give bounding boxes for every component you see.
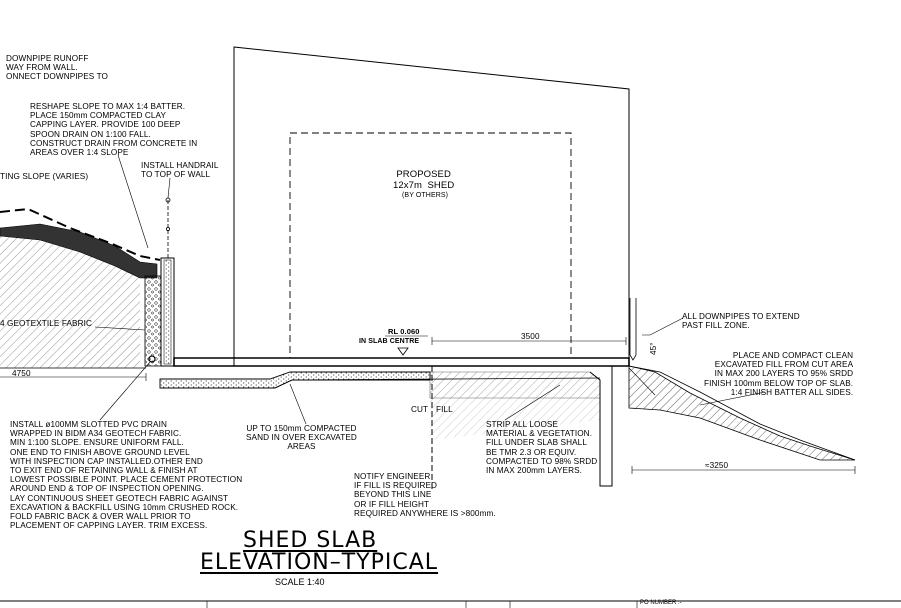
shed-outline	[233, 46, 630, 359]
leader-geotextile	[94, 326, 146, 331]
drawing-title: SHED SLAB	[243, 528, 378, 553]
rl-label: RL 0.060	[388, 327, 420, 336]
shed-slab	[173, 357, 630, 367]
natural-ground-hatch-right	[430, 398, 600, 440]
note-drain: INSTALL ø100MM SLOTTED PVC DRAIN WRAPPED…	[10, 420, 243, 531]
note-reshape-slope: RESHAPE SLOPE TO MAX 1:4 BATTER. PLACE 1…	[30, 102, 198, 158]
note-sand: UP TO 150mm COMPACTED SAND IN OVER EXCAV…	[246, 424, 357, 452]
leader-place-compact	[699, 391, 766, 406]
cut-label: CUT	[411, 405, 429, 414]
leader-sand	[289, 383, 307, 425]
angle-label: 45°	[649, 342, 658, 355]
ground-surface-right	[628, 365, 856, 461]
angle-line	[628, 367, 656, 396]
rl-triangle	[397, 347, 409, 356]
handrail-mid	[165, 226, 170, 231]
leader-downpipe	[642, 317, 684, 336]
edge-beam	[589, 365, 629, 487]
natural-ground-hatch-left	[0, 236, 140, 368]
leader-handrail	[167, 177, 171, 199]
ground-line	[0, 367, 601, 389]
leader-strip	[504, 384, 561, 421]
po-number-label: PO NUMBER :-	[640, 600, 682, 606]
retaining-wall-inner	[163, 259, 172, 365]
dimension-3500-label: 3500	[521, 332, 540, 341]
leader-drain	[99, 361, 151, 421]
drawing-scale: SCALE 1:40	[275, 577, 325, 587]
shed-sublabel: (BY OTHERS)	[402, 192, 449, 199]
retaining-wall-backfill	[144, 275, 162, 367]
note-geotextile: 4 GEOTEXTILE FABRIC	[0, 319, 92, 328]
downpipe	[629, 298, 637, 361]
leader-reshape	[117, 154, 149, 249]
note-handrail: INSTALL HANDRAIL TO TOP OF WALL	[141, 161, 219, 180]
dimension-3250	[631, 466, 856, 474]
dimension-4750	[0, 373, 147, 381]
existing-slope-dashed-line	[0, 207, 161, 261]
dimension-4750-label: 4750	[12, 369, 31, 378]
note-place-compact: PLACE AND COMPACT CLEAN EXCAVATED FILL F…	[704, 351, 854, 397]
note-existing-slope: TING SLOPE (VARIES)	[0, 172, 89, 181]
drawing-subtitle: ELEVATION–TYPICAL	[200, 550, 439, 575]
note-notify-engineer: NOTIFY ENGINEER IF FILL IS REQUIRED BEYO…	[354, 472, 496, 518]
pvc-drain	[148, 355, 156, 363]
note-strip: STRIP ALL LOOSE MATERIAL & VEGETATION. F…	[486, 420, 598, 476]
note-downpipes-extend: ALL DOWNPIPES TO EXTEND PAST FILL ZONE.	[682, 312, 800, 331]
fill-zone	[429, 371, 601, 399]
shed-label: PROPOSED 12x7m SHED	[393, 169, 455, 191]
dimension-3500	[431, 337, 627, 345]
slab-edge-left	[173, 258, 235, 367]
shed-dashed-footprint	[289, 132, 572, 359]
fill-label: FILL	[436, 405, 453, 414]
dimension-3250-label: ≈3250	[705, 461, 729, 470]
rl-sublabel: IN SLAB CENTRE	[359, 338, 420, 345]
note-downpipe-runoff: DOWNPIPE RUNOFF WAY FROM WALL. ONNECT DO…	[6, 54, 108, 82]
